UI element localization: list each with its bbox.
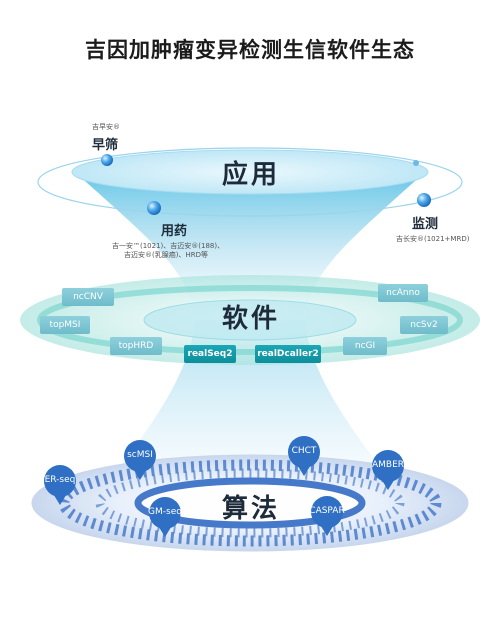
software-core <box>143 299 357 341</box>
layer-algorithm-label: 算法 <box>222 494 281 524</box>
tag-ncsv2: ncSv2 <box>400 316 448 334</box>
medication-sphere <box>147 201 161 215</box>
layer-software-label: 软件 <box>222 304 281 334</box>
tag-realseq2: realSeq2 <box>184 345 236 363</box>
page-title: 吉因加肿瘤变异检测生信软件生态 <box>85 38 415 62</box>
pin-scmsi-label: scMSI <box>127 450 153 460</box>
pin-chct <box>288 436 320 476</box>
pin-amber <box>372 450 404 490</box>
pin-er-seq <box>44 465 76 505</box>
medication-sub-line2: 吉迈安®(乳腺癌)、HRD等 <box>124 251 208 259</box>
pin-caspar-label: CASPAR <box>309 506 345 516</box>
pin-amber-label: AMBER <box>371 460 405 470</box>
application-orbit <box>37 147 463 217</box>
screening-sub: 吉早安® <box>92 123 120 131</box>
funnel-lower <box>95 320 405 500</box>
pin-scmsi <box>124 440 156 480</box>
funnel-upper <box>75 172 425 320</box>
pin-er-seq-label: ER-seq <box>44 475 76 485</box>
monitoring-sub: 吉长安®(1021+MRD) <box>396 235 470 243</box>
medication-sub-line1: 吉一安™(1021)、吉迈安®(188)、 <box>112 242 225 250</box>
pin-caspar <box>311 496 343 536</box>
orbit-dot <box>413 160 419 166</box>
tag-ncanno: ncAnno <box>378 284 428 302</box>
algorithm-mid-ring <box>95 468 405 538</box>
pin-gm-seq <box>149 497 181 537</box>
medication-title: 用药 <box>161 224 188 239</box>
algorithm-outer-ring <box>58 459 442 547</box>
tag-topmsi: topMSI <box>40 316 90 334</box>
monitoring-title: 监测 <box>412 217 439 232</box>
application-disc <box>71 149 429 195</box>
tag-realdcaller2: realDcaller2 <box>255 345 321 363</box>
layer-application-label: 应用 <box>222 160 281 190</box>
algorithm-inner-ring <box>134 477 366 529</box>
tag-ncgi: ncGI <box>343 337 387 355</box>
pin-chct-label: CHCT <box>291 446 317 456</box>
pin-gm-seq-label: GM-seq <box>148 507 182 517</box>
screening-sphere <box>101 154 113 166</box>
monitoring-sphere <box>417 193 431 207</box>
screening-title: 早筛 <box>92 138 119 153</box>
tag-tophrd: topHRD <box>110 337 162 355</box>
tag-nccnv: ncCNV <box>62 288 114 306</box>
